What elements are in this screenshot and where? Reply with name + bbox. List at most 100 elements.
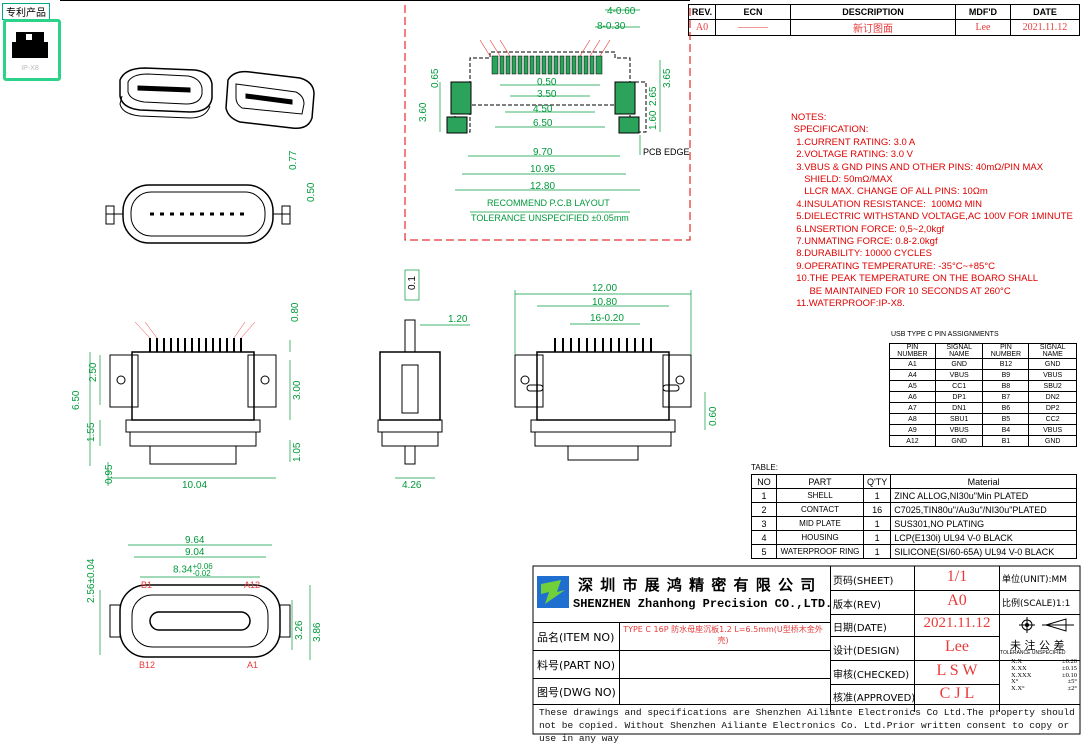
tolerance-key: X.XXX	[1011, 671, 1032, 679]
pin-table-cell: A6	[889, 391, 936, 403]
pin-table-cell: B4	[982, 424, 1030, 436]
parts-table-cell: 1	[862, 530, 892, 545]
part-no-label: 料号(PART NO)	[537, 659, 615, 672]
company-name-en: SHENZHEN Zhanhong Precision CO.,LTD.	[573, 597, 833, 611]
profile-dim-0: 0.1	[407, 276, 418, 290]
pin-table-cell: DP2	[1028, 402, 1077, 414]
parts-table-cell: 1	[751, 488, 777, 503]
pin-table-cell: A12	[889, 435, 936, 447]
parts-table-cell: MID PLATE	[776, 516, 864, 531]
parts-table-cell: CONTACT	[776, 502, 864, 517]
rear-view	[514, 290, 706, 461]
bottom-dim-2-tol-minus: -0.02	[192, 569, 211, 578]
side-dim-0: 0.77	[288, 150, 299, 170]
divider-h-left1	[533, 622, 830, 623]
note-line: 9.OPERATING TEMPERATURE: -35°C~+85°C	[791, 260, 995, 272]
notes-title: NOTES:	[791, 112, 827, 123]
notes-lines: SPECIFICATION: 1.CURRENT RATING: 3.0 A 2…	[791, 124, 1073, 310]
bottom-dim-5: 2.56±0.04	[86, 558, 97, 603]
pcb-tolerance: TOLERANCE UNSPECIFIED ±0.05mm	[471, 213, 629, 223]
product-thumbnail[interactable]: IP-X8	[3, 19, 61, 81]
pcb-dim-top-0: 4-0.60	[607, 6, 636, 17]
note-line: 7.UNMATING FORCE: 0.8-2.0kgf	[791, 236, 938, 248]
description-value: 新订图面	[790, 19, 956, 36]
pin-table-cell: B7	[982, 391, 1030, 403]
note-line: 10.THE PEAK TEMPERATURE ON THE BOARO SHA…	[791, 273, 1039, 285]
rear-dim-3: 0.60	[708, 406, 719, 426]
company-name-cn: 深 圳 市 展 鸿 精 密 有 限 公 司	[578, 576, 817, 594]
pin-table-cell: A1	[889, 358, 936, 370]
tolerance-key: X.XX	[1011, 664, 1027, 672]
pcb-dim-top-1: 8-0.30	[597, 21, 626, 32]
front-dim-2: 6.50	[71, 390, 82, 410]
note-line: LLCR MAX. CHANGE OF ALL PINS: 10Ωm	[791, 186, 988, 198]
rear-dim-0: 12.00	[592, 283, 618, 294]
pin-table-cell: B12	[982, 358, 1030, 370]
front-dim-6: 0.95	[104, 464, 115, 484]
pin-table-header: SIGNAL NAME	[934, 343, 984, 359]
company-logo-icon	[541, 580, 565, 604]
pin-table-cell: GND	[1028, 435, 1077, 447]
note-line: 6.LNSERTION FORCE: 0,5~2,0kgf	[791, 223, 945, 235]
pin-table-cell: VBUS	[934, 424, 984, 436]
projection-symbol-icon	[1019, 617, 1074, 633]
tolerance-row: X.X±0.20	[1011, 658, 1077, 666]
scale-label: 比例(SCALE)1:1	[1002, 599, 1071, 609]
tolerance-value: ±5°	[1067, 678, 1077, 686]
bottom-dim-2-tol: +0.06-0.02	[192, 562, 213, 578]
tolerance-row: X.X°±2°	[1011, 685, 1077, 693]
sheet-label: 页码(SHEET)	[833, 576, 894, 587]
note-line: 11.WATERPROOF:IP-X8.	[791, 298, 905, 310]
pin-table-cell: SBU2	[1028, 380, 1077, 392]
front-dim-4: 1.55	[86, 422, 97, 442]
pin-table-cell: VBUS	[934, 369, 984, 381]
divider-v3	[999, 566, 1000, 712]
date-value-tb: 2021.11.12	[923, 615, 991, 631]
pin-table-cell: GND	[934, 358, 984, 370]
bottom-dim-2-base: 8.34	[173, 564, 193, 576]
pcb-dim-bottom-2: 12.80	[530, 181, 556, 192]
pin-table-header: PIN NUMBER	[889, 343, 936, 359]
pcb-layout-view	[404, 5, 691, 241]
bottom-view	[99, 544, 311, 660]
tolerance-subtitle: TOLERANCE UNSPECIFIED	[1000, 650, 1066, 656]
divider-h-mid1	[830, 590, 1080, 591]
tolerance-row: X.XXX±0.10	[1011, 671, 1077, 680]
parts-table-cell: C7025,TIN80u"/Au3u"/NI30u"PLATED	[890, 502, 1077, 517]
sheet-value: 1/1	[946, 568, 968, 585]
side-dim-1: 0.50	[306, 182, 317, 202]
modified-by-value: Lee	[955, 19, 1011, 36]
front-dim-0: 0.80	[290, 302, 301, 322]
bottom-dim-2-tol-plus: +0.06	[192, 562, 213, 571]
notes-block: NOTES: SPECIFICATION: 1.CURRENT RATING: …	[791, 112, 1073, 311]
company-logo	[537, 576, 569, 608]
note-line: BE MAINTAINED FOR 10 SECONDS AT 260°C	[791, 285, 1011, 297]
parts-table-cell: SHELL	[776, 488, 864, 503]
pcb-dim-inner-1: 3.50	[537, 89, 557, 100]
bottom-pin-b1: B1	[141, 580, 153, 590]
pcb-dim-right-2: 1.60	[648, 110, 659, 130]
note-line: SHIELD: 50mΩ/MAX	[791, 174, 893, 186]
bottom-dim-1: 9.04	[185, 547, 205, 558]
pin-table-cell: DP1	[934, 391, 984, 403]
note-line: 3.VBUS & GND PINS AND OTHER PINS: 40mΩ/P…	[791, 161, 1044, 173]
pin-table-cell: SBU1	[934, 413, 984, 425]
dwg-no-label: 图号(DWG NO)	[537, 686, 616, 699]
note-line: 8.DURABILITY: 10000 CYCLES	[791, 248, 932, 260]
pcb-dim-bottom-0: 9.70	[533, 147, 553, 158]
checked-label: 审核(CHECKED)	[833, 670, 910, 681]
pin-table-cell: A8	[889, 413, 936, 425]
pin-table-cell: VBUS	[1028, 424, 1077, 436]
divider-h-left3	[533, 678, 830, 679]
parts-table-cell: HOUSING	[776, 530, 864, 545]
parts-table-cell: 3	[751, 516, 777, 531]
